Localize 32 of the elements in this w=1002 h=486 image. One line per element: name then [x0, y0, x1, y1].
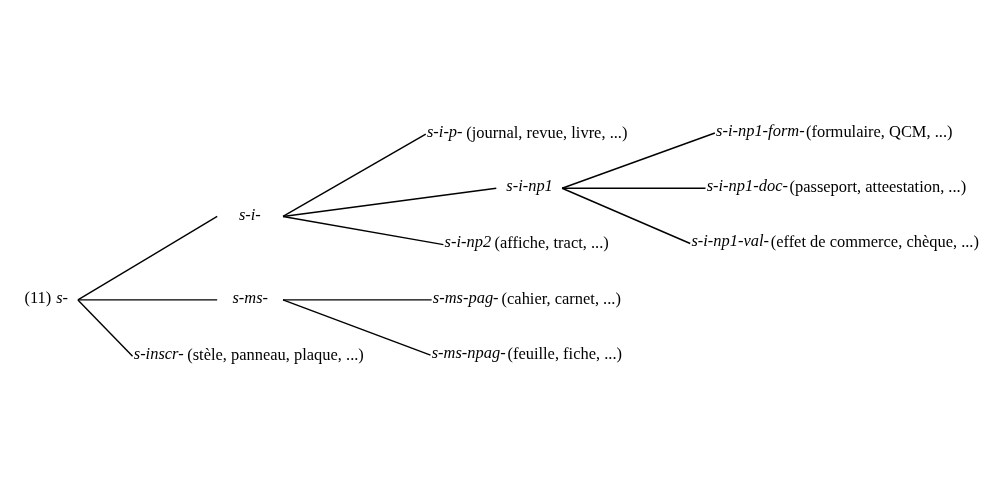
connector — [77, 298, 218, 301]
connector — [282, 187, 497, 217]
node-text: s-inscr- — [133, 343, 184, 363]
connector — [77, 298, 134, 357]
connector — [561, 187, 707, 189]
node-text: s-i-np1-val- — [691, 230, 769, 250]
node-label: (passeport, atteestation, ...) — [789, 176, 967, 196]
node-label: (cahier, carnet, ...) — [501, 288, 621, 308]
node-label: (journal, revue, livre, ...) — [466, 122, 628, 142]
node-label: (feuille, fiche, ...) — [507, 343, 623, 363]
node-text: s-i-np1-form- — [716, 120, 805, 140]
connector — [282, 215, 445, 245]
node-label: (formulaire, QCM, ...) — [805, 121, 953, 141]
connector — [561, 187, 691, 244]
connector — [282, 298, 432, 356]
connector — [77, 215, 218, 301]
node-text: s-i- — [238, 204, 261, 224]
node-text: s-ms-pag- — [432, 287, 499, 306]
node-label: (stèle, panneau, plaque, ...) — [187, 344, 364, 364]
node-label: (11) — [24, 287, 52, 307]
node-text: s-ms-npag- — [431, 342, 506, 362]
node-text: s- — [56, 287, 69, 307]
node-text: s-i-p- — [426, 121, 463, 141]
node-text: s-i-np1 — [506, 175, 553, 195]
node-label: (affiche, tract, ...) — [494, 232, 609, 252]
connector — [282, 133, 427, 217]
node-text: s-ms- — [232, 287, 269, 307]
connector — [561, 131, 716, 189]
connector — [282, 298, 433, 301]
node-text: s-i-np2 — [444, 231, 492, 251]
node-label: (effet de commerce, chèque, ...) — [770, 231, 979, 251]
node-text: s-i-np1-doc- — [706, 175, 788, 195]
